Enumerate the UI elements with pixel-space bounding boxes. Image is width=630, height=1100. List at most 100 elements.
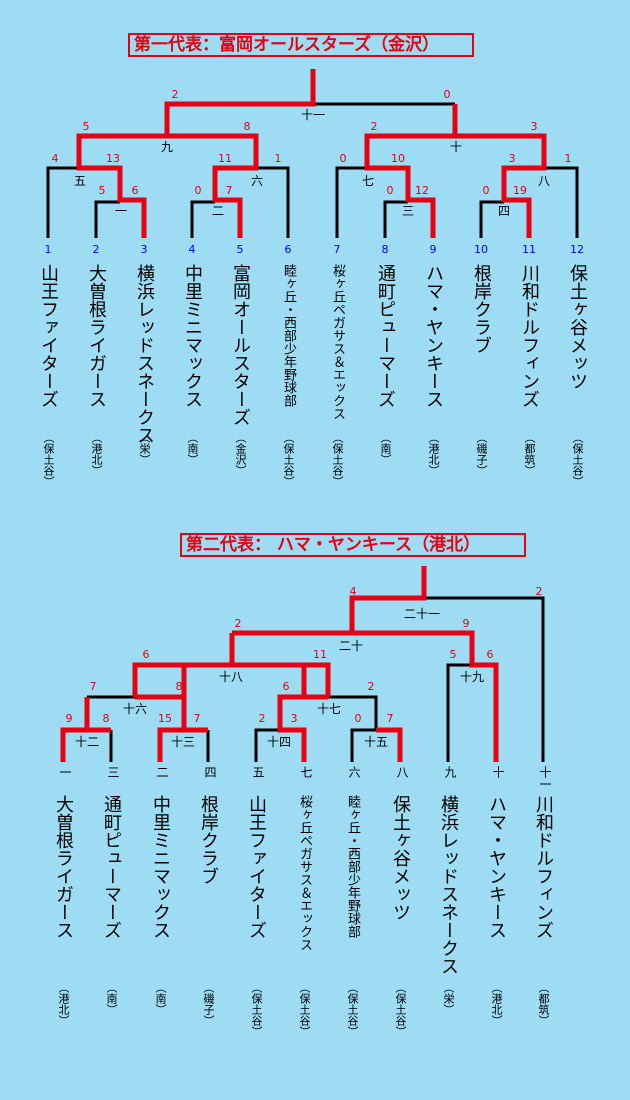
winner-line [277,665,328,762]
match-label: 二十一 [403,607,440,621]
team-area: （港北） [90,432,103,476]
score: 3 [530,120,538,133]
score: 0 [482,184,490,197]
match-label: 三 [401,204,414,218]
score: 15 [158,712,172,725]
match-label: 八 [537,174,550,188]
match-label: 五 [73,174,86,188]
bracket-line [335,166,367,238]
team-area: （港北） [57,982,70,1026]
score: 0 [194,184,202,197]
score: 1 [564,152,572,165]
score: 5 [449,648,457,661]
bracket1-title: 第一代表：富岡オールスターズ（金沢） [128,33,474,57]
score: 3 [508,152,516,165]
score: 6 [142,648,150,661]
team-area: （磯子） [475,432,488,476]
team-name: 保土ヶ谷メッツ [567,264,588,390]
bracket-line [479,200,504,238]
score: 4 [51,152,59,165]
team-area: （港北） [490,982,503,1026]
bracket-slot-number: 八 [395,766,409,778]
match-label: 四 [497,204,510,218]
team-name: ハマ・ヤンキース [423,264,444,408]
score: 8 [243,120,251,133]
bracket-slot-number: 一 [58,766,72,778]
match-label: 十 [449,140,462,154]
score: 7 [89,680,97,693]
match-label: 二十 [338,639,363,653]
score: 1 [274,152,282,165]
score: 7 [225,184,233,197]
score: 0 [354,712,362,725]
team-area: （保土谷） [298,982,311,1037]
bracket-line [350,728,376,762]
bracket-slot-number: 二 [155,766,169,778]
score: 2 [367,680,375,693]
score: 9 [65,712,73,725]
bracket-line [446,663,472,762]
team-seed-number: 12 [570,243,584,256]
score: 0 [386,184,394,197]
team-name: 睦ヶ丘・西部少年野球部 [345,795,360,938]
score: 4 [349,585,357,598]
score: 19 [513,184,527,197]
match-label: 一 [114,204,127,218]
team-name: 中里ミニマックス [182,264,203,408]
score: 8 [175,680,183,693]
team-name: 山王ファイターズ [38,264,59,408]
team-name: 保土ヶ谷メッツ [390,795,411,921]
score: 0 [443,88,451,101]
bracket-line [256,166,290,238]
team-name: ハマ・ヤンキース [486,795,507,939]
team-name: 大曽根ライガース [53,795,74,939]
team-name: 山王ファイターズ [246,795,267,939]
team-name: 通町ピューマーズ [101,795,122,939]
score: 2 [258,712,266,725]
match-label: 十八 [218,670,243,684]
score: 2 [535,585,543,598]
bracket-line [424,596,545,762]
team-name: 睦ヶ丘・西部少年野球部 [281,264,296,407]
team-seed-number: 8 [381,243,389,256]
bracket-slot-number: 九 [443,766,457,778]
bracket-line [254,728,280,762]
score: 2 [171,88,179,101]
winner-line [455,133,547,238]
score: 10 [391,152,405,165]
score: 6 [282,680,290,693]
score: 11 [313,648,327,661]
team-seed-number: 3 [140,243,148,256]
winner-line [60,697,111,762]
team-seed-number: 2 [92,243,100,256]
score: 5 [98,184,106,197]
score: 7 [193,712,201,725]
match-label: 十七 [316,702,341,716]
team-area: （保土谷） [250,982,263,1037]
match-label: 六 [250,174,263,188]
team-seed-number: 6 [284,243,292,256]
score: 6 [486,648,494,661]
team-name: 富岡オールスターズ [230,264,251,426]
score: 5 [82,120,90,133]
score: 12 [415,184,429,197]
score: 2 [370,120,378,133]
bracket2-title: 第二代表： ハマ・ヤンキース（港北） [180,533,526,557]
team-area: （南） [154,982,167,1015]
score: 13 [106,152,120,165]
bracket-slot-number: 三 [106,766,120,778]
match-label: 七 [361,174,374,188]
team-seed-number: 7 [333,243,341,256]
team-area: （保土谷） [42,432,55,487]
team-seed-number: 10 [474,243,488,256]
match-label: 十三 [170,735,195,749]
team-area: （都筑） [523,432,536,476]
bracket-slot-number: 七 [299,766,313,778]
bracket-line [383,200,408,238]
team-seed-number: 1 [44,243,52,256]
team-name: 通町ピューマーズ [375,264,396,408]
team-area: （磯子） [202,982,215,1026]
team-area: （南） [105,982,118,1015]
score: 8 [102,712,110,725]
match-label: 十四 [266,735,291,749]
